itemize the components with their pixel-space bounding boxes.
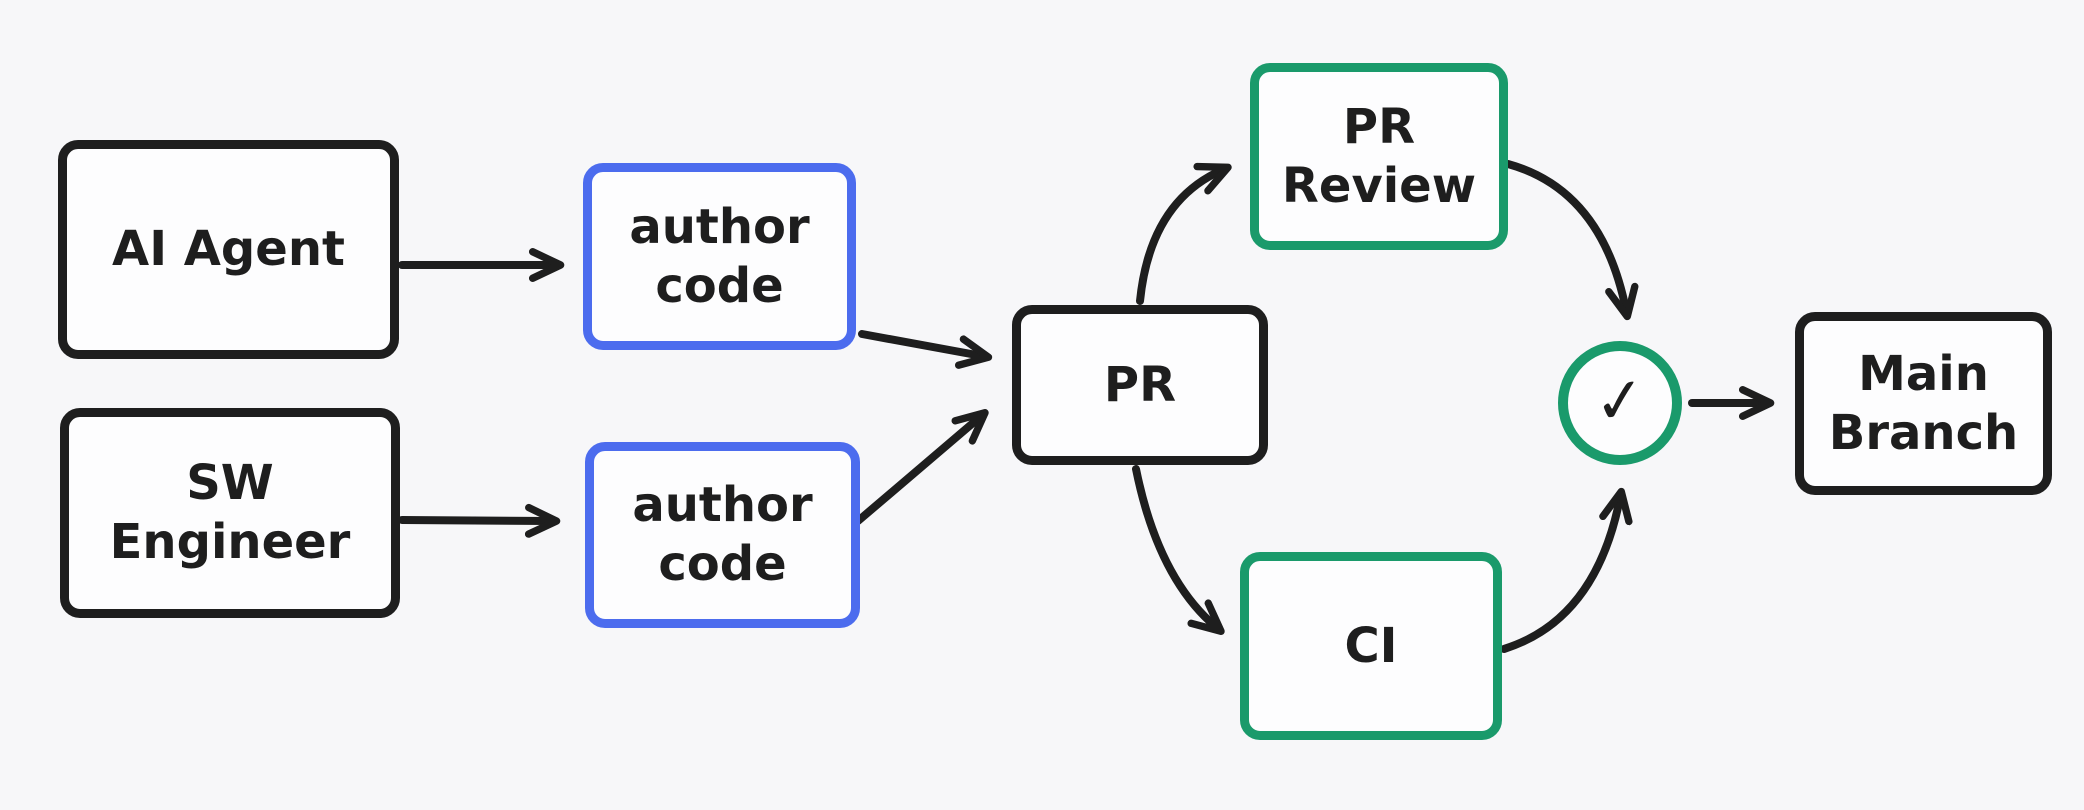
- author-code-bottom-label: author code: [632, 477, 813, 592]
- node-checks-passed[interactable]: ✓: [1558, 341, 1682, 465]
- pr-label: PR: [1103, 356, 1177, 413]
- node-pr[interactable]: PR: [1012, 305, 1268, 465]
- ci-label: CI: [1344, 617, 1398, 674]
- arrow-author-code-bottom-to-pr[interactable]: [854, 409, 989, 525]
- author-code-top-label: author code: [629, 198, 810, 314]
- arrow-pr-to-pr-review[interactable]: [1136, 162, 1232, 305]
- arrow-author-code-top-to-pr[interactable]: [858, 330, 993, 369]
- arrow-ci-to-check[interactable]: [1500, 487, 1633, 653]
- arrow-pr-review-to-check[interactable]: [1504, 160, 1639, 321]
- node-ai-agent[interactable]: AI Agent: [58, 140, 399, 359]
- node-ci[interactable]: CI: [1240, 552, 1502, 740]
- arrow-pr-to-ci[interactable]: [1132, 465, 1225, 635]
- node-author-code-bottom[interactable]: author code: [585, 442, 860, 628]
- pr-review-label: PR Review: [1281, 98, 1477, 214]
- check-icon: ✓: [1590, 360, 1650, 440]
- node-main-branch[interactable]: Main Branch: [1795, 312, 2052, 495]
- main-branch-label: Main Branch: [1828, 345, 2019, 461]
- ai-agent-label: AI Agent: [112, 221, 345, 278]
- node-sw-engineer[interactable]: SW Engineer: [60, 408, 400, 618]
- sw-engineer-label: SW Engineer: [109, 455, 351, 570]
- node-author-code-top[interactable]: author code: [583, 163, 856, 350]
- arrow-sw-engineer-to-author-code[interactable]: [398, 503, 561, 538]
- node-pr-review[interactable]: PR Review: [1250, 63, 1508, 250]
